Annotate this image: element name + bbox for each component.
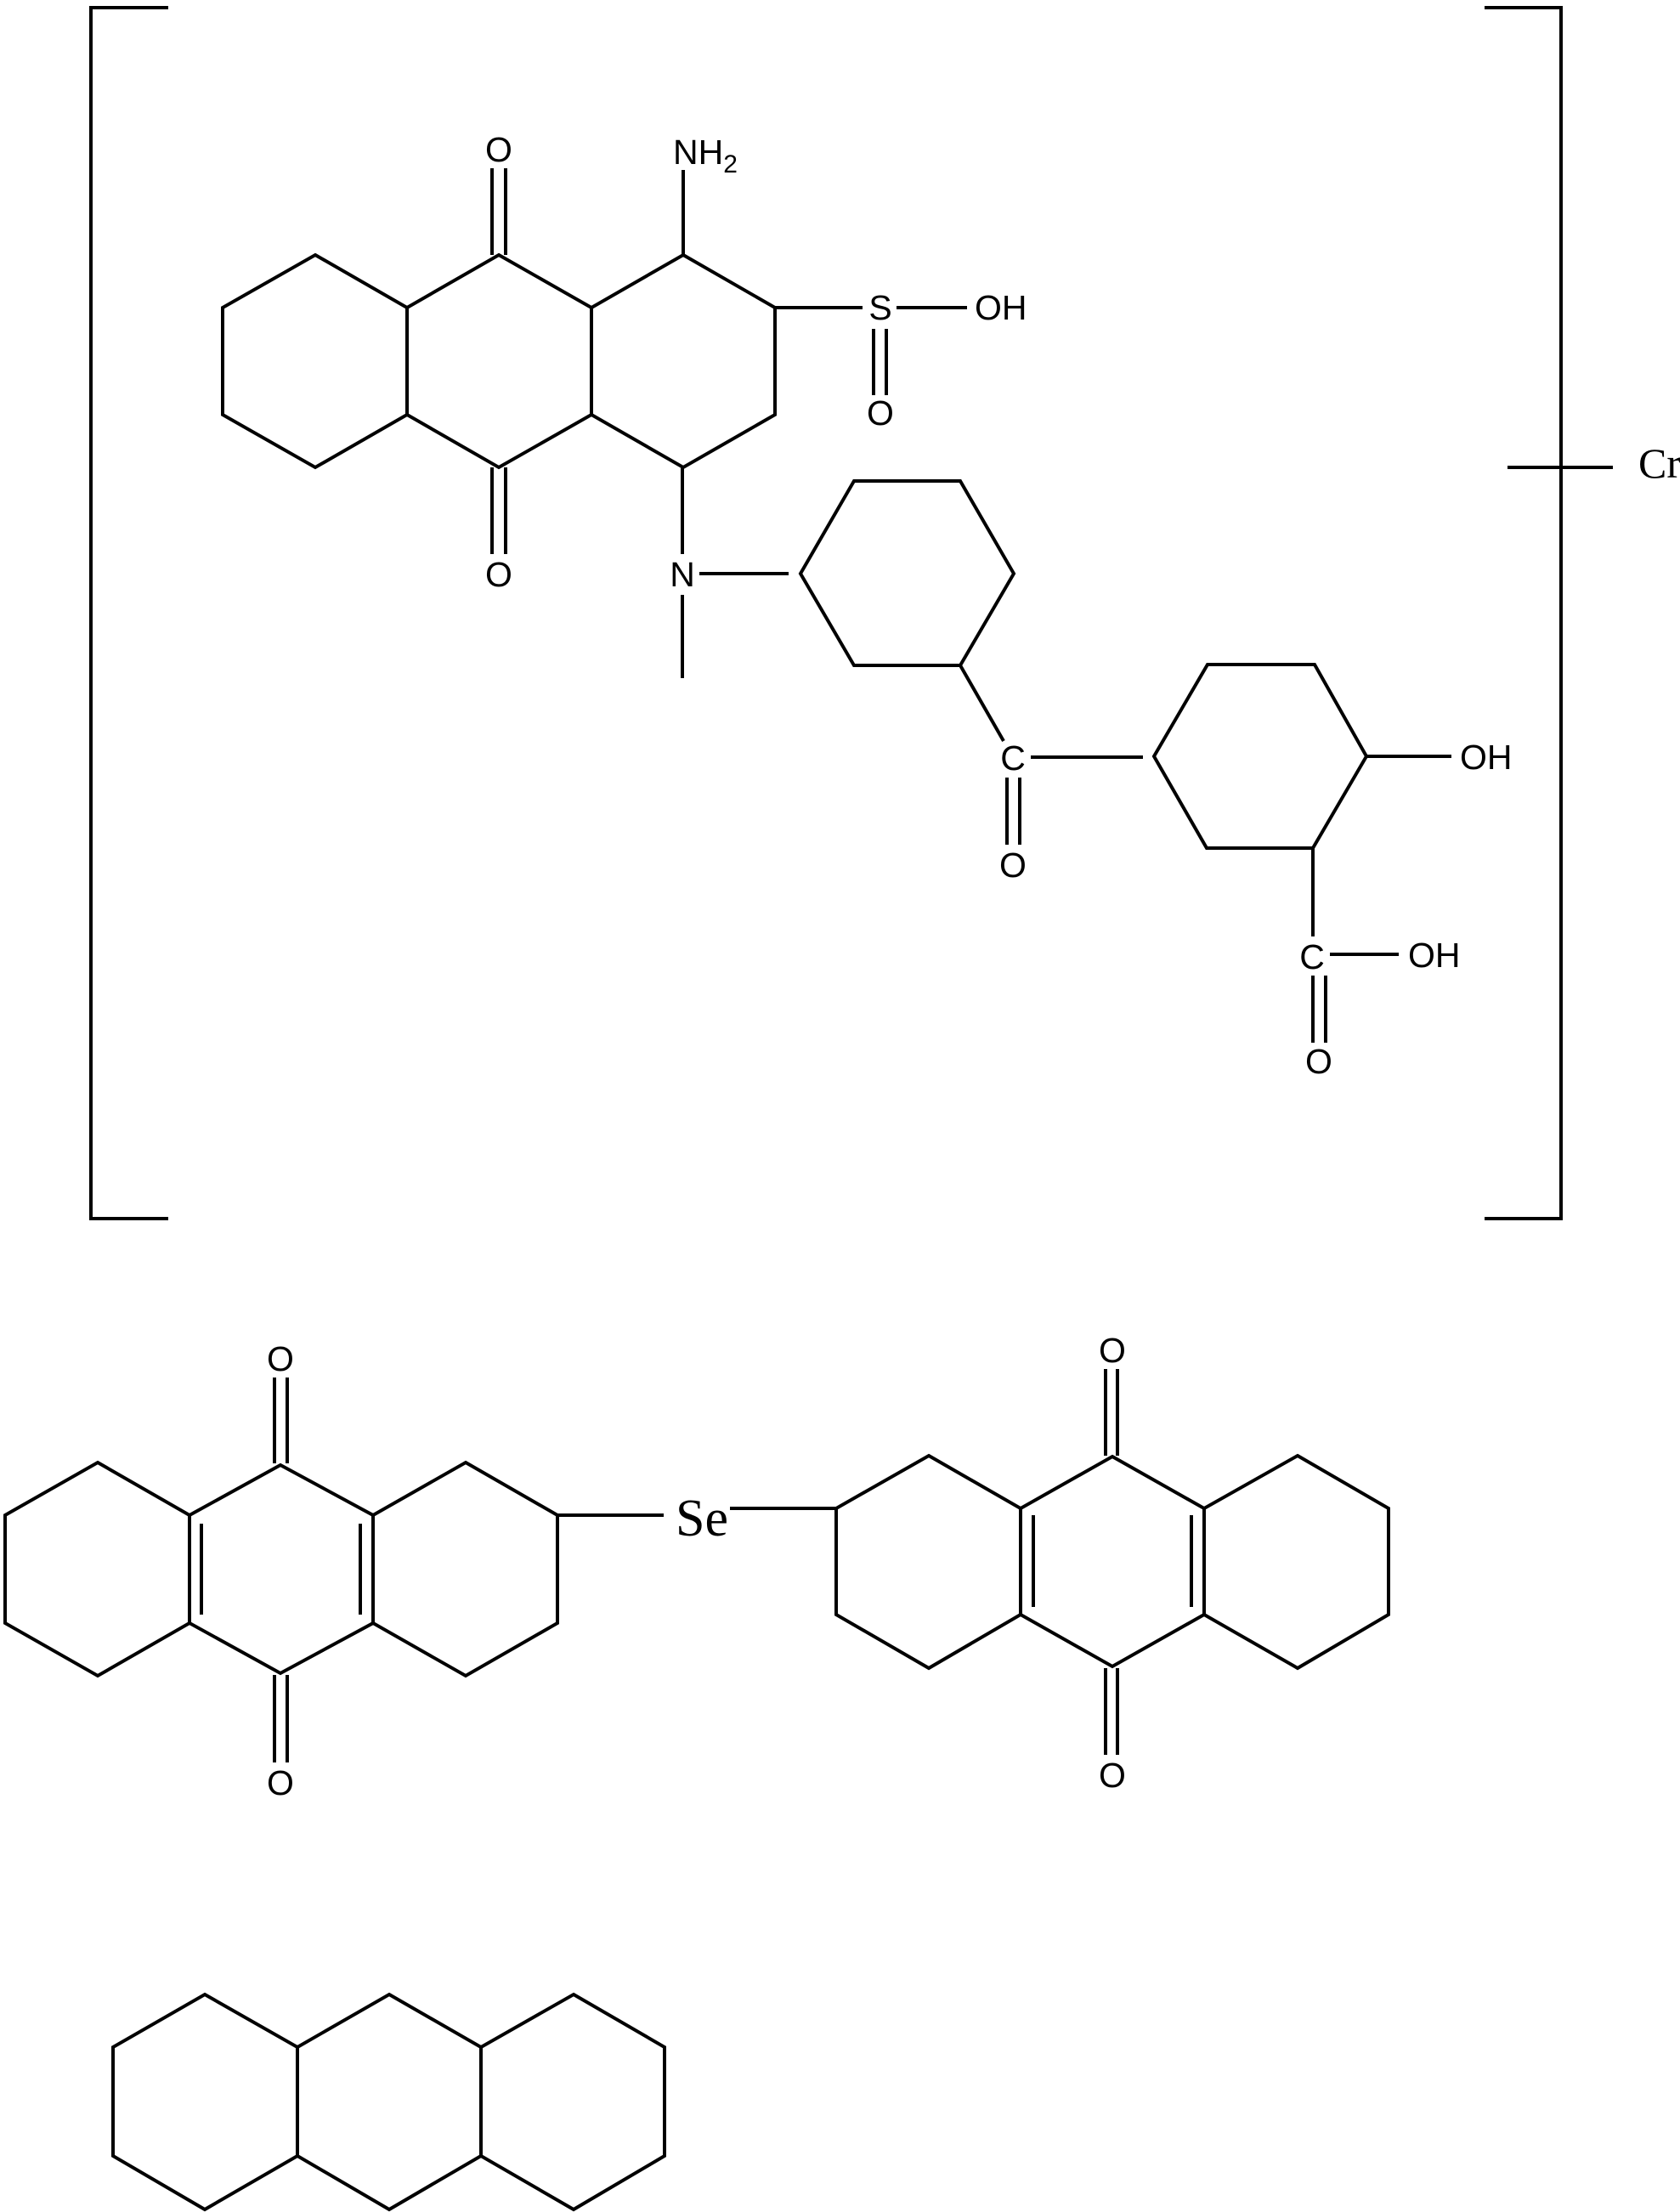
bond-ring-ketone <box>959 665 1005 742</box>
atom-label-o-ketone: O <box>999 846 1027 885</box>
atom-label-o-right-bottom: O <box>1099 1756 1126 1795</box>
atom-label-o-right-top: O <box>1099 1331 1126 1370</box>
atom-label-o-bottom: O <box>485 555 512 594</box>
atom-label-n: N <box>670 555 695 594</box>
ring-group <box>111 1992 666 2212</box>
atom-label-group: O O O O <box>267 1331 1126 1802</box>
bond-group <box>200 1369 1193 1762</box>
atom-label-c-ketone: C <box>1000 738 1026 778</box>
atom-label-o-top: O <box>485 130 512 169</box>
atom-label-o-left-top: O <box>267 1339 294 1378</box>
atom-label-acid-o: O <box>1305 1042 1332 1081</box>
ring-ring-d <box>798 479 1016 667</box>
atom-label-c-acid: C <box>1299 937 1325 976</box>
atom-label-s-o: O <box>867 393 894 433</box>
atom-label-ring-oh: OH <box>1460 738 1513 777</box>
ring-group <box>3 1453 1390 1678</box>
atom-label-s: S <box>868 288 891 327</box>
structure-selenide: O O O O Se <box>3 1331 1390 1802</box>
bond-group <box>490 168 1451 1043</box>
ring-p-ring-3 <box>479 1992 666 2212</box>
atom-subscript: 2 <box>723 150 738 178</box>
structure-perhydroanthracene <box>111 1992 666 2212</box>
atom-label-s-oh: OH <box>975 288 1027 327</box>
bracket-right <box>1485 6 1563 1220</box>
bracket-right-path <box>1485 6 1563 1220</box>
bracket-left-path <box>89 6 168 1220</box>
atom-label-o-left-bottom: O <box>267 1763 294 1802</box>
ring-r-ring-3 <box>1202 1453 1390 1671</box>
bracket-left <box>89 6 168 1220</box>
metal-label-cr: Cr <box>1638 439 1680 487</box>
linker-label-se: Se <box>676 1490 728 1547</box>
atom-label-acid-oh: OH <box>1408 936 1461 975</box>
